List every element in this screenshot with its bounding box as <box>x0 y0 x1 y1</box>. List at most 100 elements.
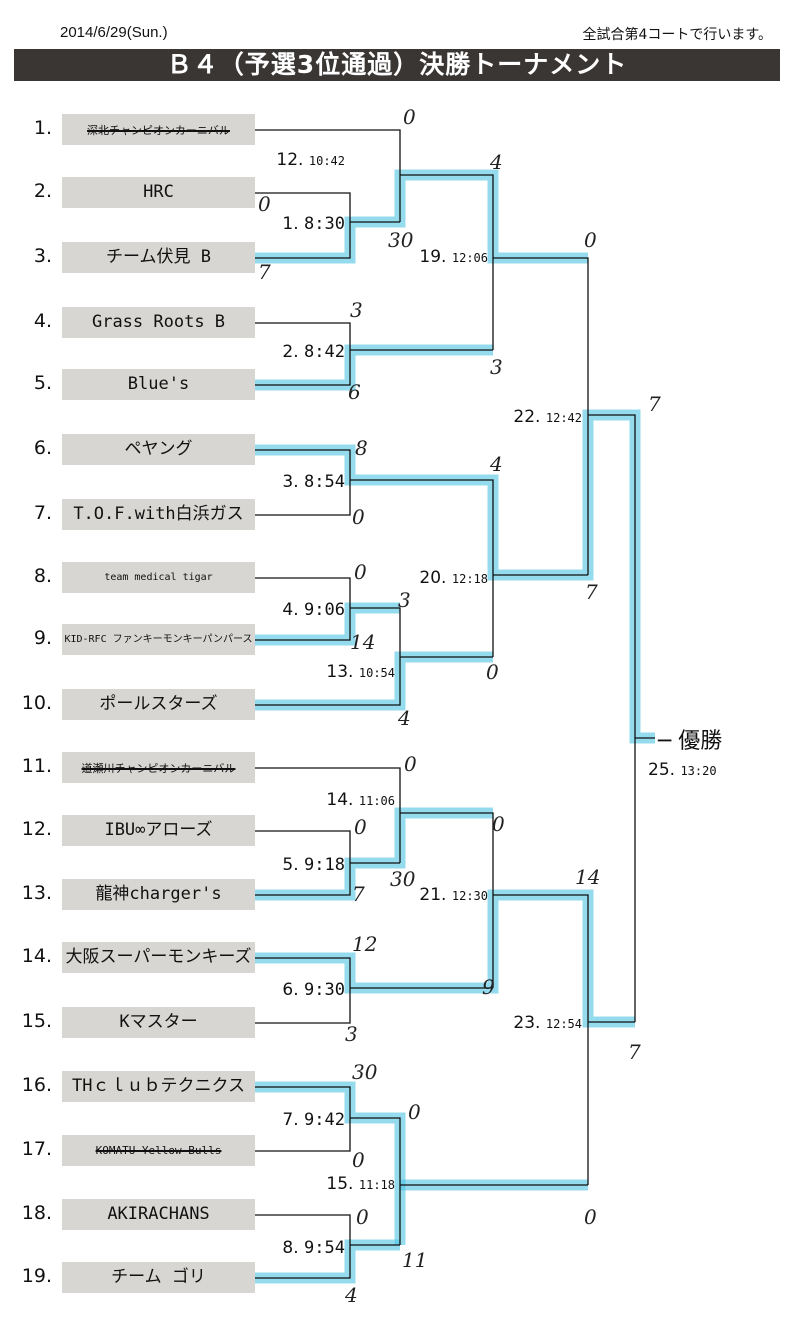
bracket-line <box>400 812 494 988</box>
match-label: 19. 12:06 <box>419 247 488 267</box>
handwritten-score: 4 <box>398 706 411 730</box>
team-box: Blue's <box>62 369 255 400</box>
team-box: ペヤング <box>62 434 255 465</box>
team-name: Kマスター <box>119 1012 198 1032</box>
team-box: チーム伏見 B <box>62 242 255 273</box>
team-box: ポールスターズ <box>62 689 255 720</box>
handwritten-score: 7 <box>352 882 365 906</box>
bracket-line <box>255 767 401 863</box>
handwritten-score: 0 <box>584 1205 597 1229</box>
team-box: team medical tigar <box>62 562 255 593</box>
handwritten-score: 0 <box>404 752 417 776</box>
match-number: 6. <box>282 980 299 1000</box>
match-number: 1. <box>282 214 299 234</box>
match-label: 13. 10:54 <box>326 662 395 682</box>
handwritten-score: 12 <box>352 932 378 956</box>
team-name: 龍神charger's <box>95 884 222 904</box>
handwritten-score: 3 <box>490 355 503 379</box>
handwritten-score: 0 <box>352 1148 365 1172</box>
match-time: 12:18 <box>451 572 488 586</box>
team-box: AKIRACHANS <box>62 1199 255 1230</box>
seed-number: 5. <box>33 372 52 394</box>
match-number: 23. <box>513 1013 541 1033</box>
match-label: 21. 12:30 <box>419 885 488 905</box>
match-number: 21. <box>419 885 447 905</box>
team-name: T.O.F.with白浜ガス <box>73 504 244 524</box>
handwritten-score: 7 <box>585 580 598 604</box>
match-time: 12:30 <box>451 889 488 903</box>
match-label: 22. 12:42 <box>513 407 582 427</box>
match-time: 13:20 <box>680 764 717 778</box>
team-name: チーム伏見 B <box>106 247 211 267</box>
team-box: KOMATU Yellow Bulls <box>62 1135 255 1166</box>
team-box: HRC <box>62 177 255 208</box>
match-time: 9:06 <box>304 600 345 620</box>
seed-number: 14. <box>21 945 52 967</box>
bracket-line <box>255 607 401 706</box>
handwritten-score: 4 <box>490 452 503 476</box>
handwritten-score: 0 <box>356 1205 369 1229</box>
match-label: 4. 9:06 <box>282 600 345 620</box>
seed-number: 8. <box>33 565 52 587</box>
bracket-line <box>255 1214 351 1279</box>
match-time: 11:18 <box>358 1178 395 1192</box>
seed-number: 2. <box>33 180 52 202</box>
team-box: 道瀬川チャンピオンカーニバル <box>62 752 255 783</box>
match-number: 20. <box>419 568 447 588</box>
team-box: KID-RFC ファンキーモンキーパンパース <box>62 624 255 655</box>
bracket-line <box>255 1086 351 1152</box>
match-time: 9:54 <box>304 1238 345 1258</box>
seed-number: 18. <box>21 1202 52 1224</box>
match-number: 3. <box>282 472 299 492</box>
handwritten-score: 7 <box>628 1040 641 1064</box>
handwritten-score: 0 <box>258 192 271 216</box>
bracket-line <box>350 1117 401 1245</box>
champion-text: 優勝 <box>678 729 723 754</box>
handwritten-score: 8 <box>355 436 368 460</box>
team-name: 大阪スーパーモンキーズ <box>65 947 252 967</box>
seed-number: 7. <box>33 502 52 524</box>
bracket-line <box>255 192 351 259</box>
team-name: KOMATU Yellow Bulls <box>95 1144 222 1157</box>
team-box: Grass Roots B <box>62 307 255 338</box>
handwritten-score: 3 <box>345 1022 358 1046</box>
seed-number: 15. <box>21 1010 52 1032</box>
team-box: T.O.F.with白浜ガス <box>62 499 255 530</box>
bracket-line <box>400 174 494 350</box>
handwritten-score: 0 <box>354 560 367 584</box>
team-name: Blue's <box>127 374 190 394</box>
team-box: Kマスター <box>62 1007 255 1038</box>
match-number: 13. <box>326 662 354 682</box>
team-box: IBU∞アローズ <box>62 815 255 846</box>
team-box: 深北チャンピオンカーニバル <box>62 114 255 145</box>
match-label: 14. 11:06 <box>326 790 395 810</box>
match-time: 8:42 <box>304 342 345 362</box>
handwritten-score: 0 <box>352 505 365 529</box>
match-label: 5. 9:18 <box>282 855 345 875</box>
team-box: 大阪スーパーモンキーズ <box>62 942 255 973</box>
page-title: Ｂ４（予選3位通過）決勝トーナメント <box>14 49 780 81</box>
bracket-line <box>350 479 494 657</box>
handwritten-score: 0 <box>354 815 367 839</box>
handwritten-score: 7 <box>258 260 271 284</box>
venue-note: 全試合第4コートで行います。 <box>582 27 772 43</box>
match-number: 22. <box>513 407 541 427</box>
winner-highlight <box>255 807 493 901</box>
match-number: 5. <box>282 855 299 875</box>
champion-label: ─ 優勝 <box>658 729 723 754</box>
match-label: 3. 8:54 <box>282 472 345 492</box>
seed-number: 11. <box>21 755 52 777</box>
match-number: 4. <box>282 600 299 620</box>
team-name: Grass Roots B <box>91 312 226 332</box>
bracket-line <box>588 414 636 1022</box>
team-box: チーム ゴリ <box>62 1262 255 1293</box>
match-label: 23. 12:54 <box>513 1013 582 1033</box>
seed-number: 17. <box>21 1138 52 1160</box>
bracket-line <box>493 257 589 575</box>
match-time: 8:30 <box>304 214 345 234</box>
team-name: HRC <box>143 182 174 202</box>
seed-number: 13. <box>21 882 52 904</box>
match-label: 15. 11:18 <box>326 1174 395 1194</box>
team-box: 龍神charger's <box>62 879 255 910</box>
